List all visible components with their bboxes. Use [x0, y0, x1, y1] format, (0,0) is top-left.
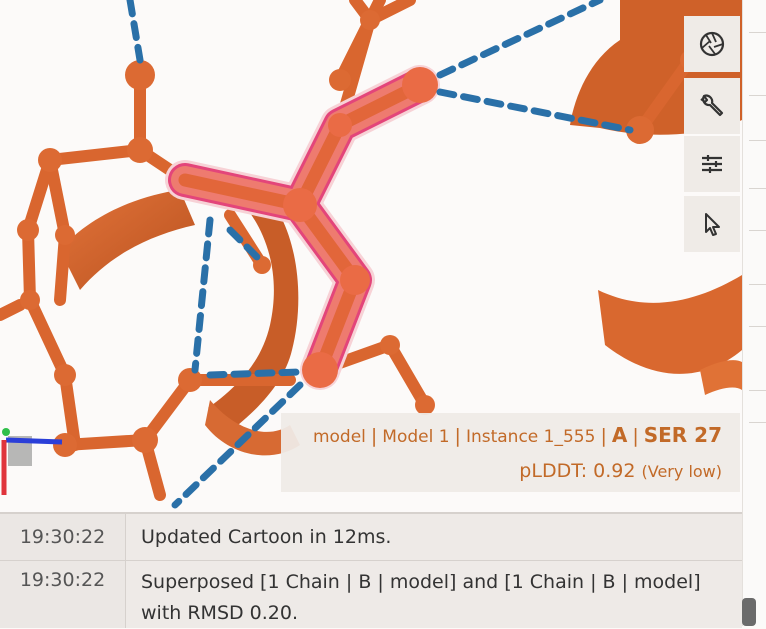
selection-mode-button[interactable] — [684, 196, 740, 252]
residue-label: SER 27 — [643, 423, 722, 447]
instance-label: Instance 1_555 — [465, 427, 596, 447]
hydrogen-bonds — [126, 0, 634, 509]
log-scrollbar-thumb[interactable] — [742, 598, 756, 626]
log-message: Superposed [1 Chain | B | model] and [1 … — [141, 571, 701, 624]
log-message: Updated Cartoon in 12ms. — [141, 526, 392, 548]
sliders-icon — [702, 155, 722, 173]
log-entry: 19:30:22 Updated Cartoon in 12ms. — [0, 514, 742, 561]
axes-gizmo — [1, 428, 63, 495]
molecule-scene[interactable] — [0, 0, 742, 512]
log-timestamp: 19:30:22 — [0, 561, 126, 628]
plddt-info: pLDDT: 0.92 (Very low) — [519, 460, 722, 482]
model-label: Model 1 — [382, 427, 450, 447]
cartoon-ribbon — [60, 0, 742, 456]
cursor-arrow-icon — [705, 213, 720, 236]
log-timestamp: 19:30:22 — [0, 514, 126, 560]
settings-button[interactable] — [684, 78, 740, 134]
highlight-info-panel: model|Model 1|Instance 1_555|A|SER 27 pL… — [281, 413, 740, 492]
entity-label: model — [312, 427, 366, 447]
selected-residue-highlight — [165, 65, 440, 390]
residue-atoms — [17, 10, 700, 457]
3d-viewport[interactable]: model|Model 1|Instance 1_555|A|SER 27 pL… — [0, 0, 742, 512]
chain-label: A — [611, 423, 628, 447]
highlight-location: model|Model 1|Instance 1_555|A|SER 27 — [312, 423, 722, 447]
sequence-panel-edge — [742, 0, 766, 626]
plddt-value: pLDDT: 0.92 — [519, 460, 636, 482]
screenshot-button[interactable] — [684, 16, 740, 72]
camera-aperture-icon — [699, 31, 725, 57]
controls-toggle-button[interactable] — [684, 136, 740, 192]
log-entry: 19:30:22 Superposed [1 Chain | B | model… — [0, 561, 742, 628]
plddt-quality: (Very low) — [641, 462, 722, 481]
log-panel[interactable]: 19:30:22 Updated Cartoon in 12ms. 19:30:… — [0, 512, 742, 628]
wrench-icon — [700, 94, 724, 117]
